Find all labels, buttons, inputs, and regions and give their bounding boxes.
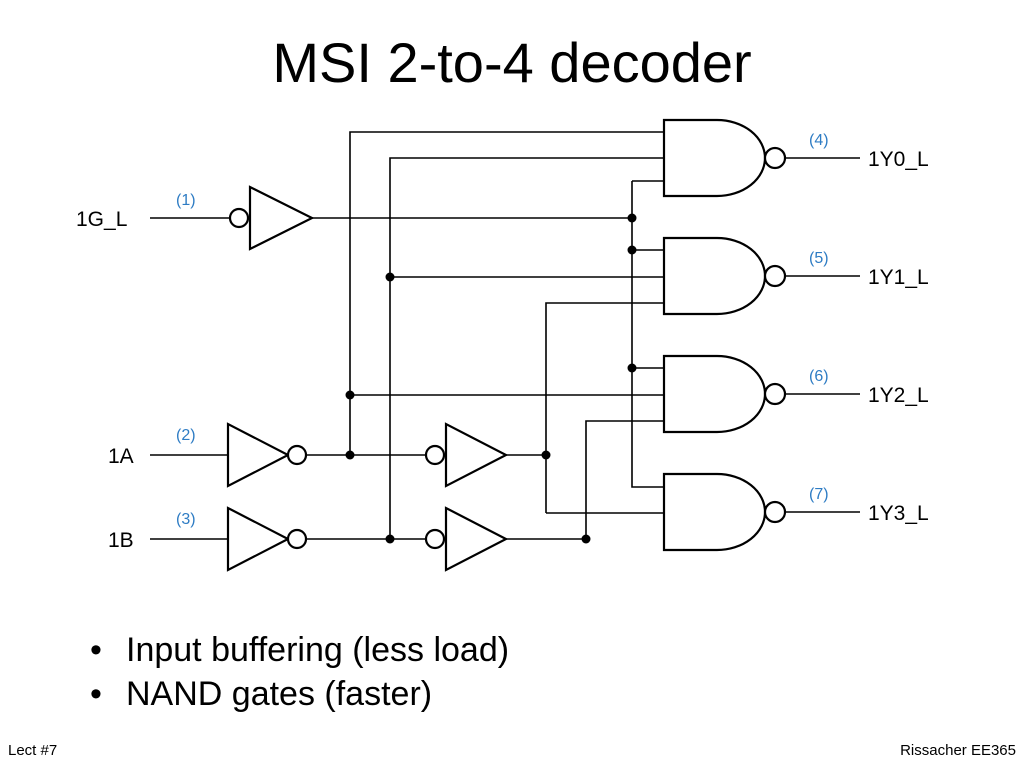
junction-dot: [627, 245, 637, 255]
nand-gate-y1: [662, 236, 787, 316]
inverter-triangle: [226, 422, 291, 488]
junction-dot: [627, 363, 637, 373]
a-second-inverter: [424, 422, 509, 488]
inverter-triangle: [226, 506, 291, 572]
output-label-1y3-l: 1Y3_L: [868, 502, 929, 525]
pin-label-5: (5): [809, 250, 829, 267]
inversion-bubble: [763, 264, 787, 288]
buffer-triangle: [248, 185, 315, 251]
output-label-1y0-l: 1Y0_L: [868, 148, 929, 171]
b-inverter: [226, 506, 308, 572]
nand-gate-y0: [662, 118, 787, 198]
pin-label-2: (2): [176, 427, 196, 444]
nand-body: [662, 472, 767, 552]
buffer-triangle: [444, 506, 509, 572]
junction-dot: [385, 272, 395, 282]
pin-label-6: (6): [809, 368, 829, 385]
bullet-item: NAND gates (faster): [90, 672, 509, 716]
inversion-bubble: [286, 528, 308, 550]
input-label-1a: 1A: [108, 445, 134, 468]
nand-body: [662, 118, 767, 198]
wire-a-to-nand1: [545, 302, 664, 513]
bullet-list: Input buffering (less load) NAND gates (…: [90, 628, 509, 716]
output-label-1y2-l: 1Y2_L: [868, 384, 929, 407]
slide-title: MSI 2-to-4 decoder: [272, 31, 752, 94]
junction-dot: [581, 534, 591, 544]
inversion-bubble: [763, 146, 787, 170]
wire-b-inv-to-nand0: [389, 157, 664, 539]
junction-dot: [541, 450, 551, 460]
pin-label-3: (3): [176, 511, 196, 528]
bullet-item: Input buffering (less load): [90, 628, 509, 672]
junction-dot: [345, 390, 355, 400]
inversion-bubble: [763, 382, 787, 406]
inversion-bubble: [763, 500, 787, 524]
g-input-buffer: [228, 185, 315, 251]
wire-b-to-nand2: [585, 420, 664, 539]
junction-dots: [345, 213, 637, 544]
nand-gate-y3: [662, 472, 787, 552]
buffer-triangle: [444, 422, 509, 488]
junction-dot: [345, 450, 355, 460]
decoder-schematic: 1G_L (1) 1A (2) 1B (3) (4) 1Y0_L (5) 1Y1…: [76, 118, 929, 572]
input-label-1b: 1B: [108, 529, 134, 552]
footer-author: Rissacher EE365: [900, 742, 1016, 759]
inversion-bubble: [286, 444, 308, 466]
junction-dot: [385, 534, 395, 544]
footer-lecture: Lect #7: [8, 742, 58, 759]
wire-g-vertical: [631, 181, 664, 488]
a-inverter: [226, 422, 308, 488]
nand-body: [662, 236, 767, 316]
pin-label-4: (4): [809, 132, 829, 149]
pin-label-7: (7): [809, 486, 829, 503]
pin-label-1: (1): [176, 192, 196, 209]
inversion-bubble: [228, 207, 250, 229]
b-second-inverter: [424, 506, 509, 572]
input-label-1g-l: 1G_L: [76, 208, 127, 231]
nand-gate-y2: [662, 354, 787, 434]
wires: [150, 131, 860, 540]
inversion-bubble: [424, 528, 446, 550]
junction-dot: [627, 213, 637, 223]
nand-body: [662, 354, 767, 434]
wire-a-inv-to-nand0: [349, 131, 664, 455]
inversion-bubble: [424, 444, 446, 466]
output-label-1y1-l: 1Y1_L: [868, 266, 929, 289]
